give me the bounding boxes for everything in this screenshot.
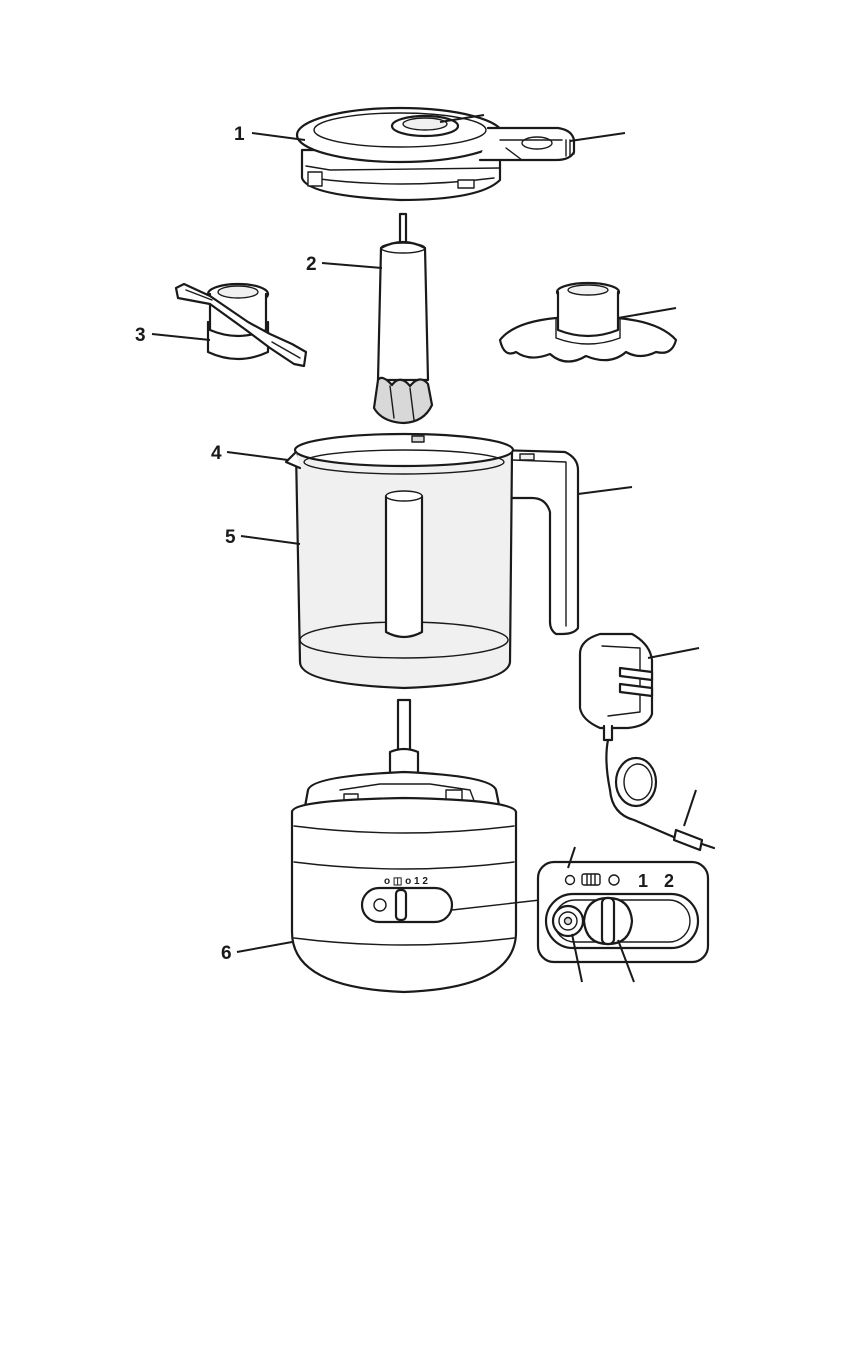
callout-3: 3 bbox=[135, 325, 146, 346]
callout-5: 5 bbox=[225, 527, 236, 548]
whisk-disc bbox=[500, 283, 676, 362]
chopping-blade bbox=[176, 284, 306, 366]
power-adapter bbox=[580, 634, 714, 850]
lid bbox=[297, 108, 574, 200]
callout-4: 4 bbox=[211, 443, 222, 464]
food-pusher bbox=[374, 214, 432, 423]
callout-2: 2 bbox=[306, 254, 317, 275]
callout-6: 6 bbox=[221, 943, 232, 964]
motor-base: o ◫ o 1 2 bbox=[292, 700, 516, 992]
speed-label-2: 2 bbox=[664, 871, 674, 891]
speed-label-1: 1 bbox=[638, 871, 648, 891]
svg-text:o ◫ o 1 2: o ◫ o 1 2 bbox=[384, 876, 428, 887]
callout-1: 1 bbox=[234, 124, 245, 145]
work-bowl bbox=[286, 434, 578, 688]
